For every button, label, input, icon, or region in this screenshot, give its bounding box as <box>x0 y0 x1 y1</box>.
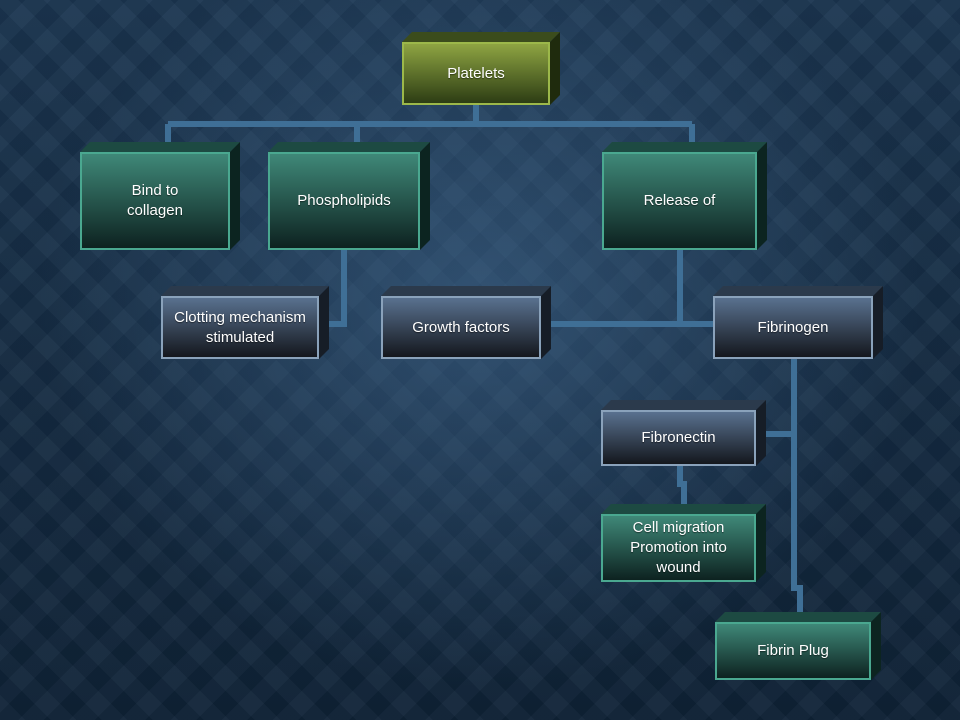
node-label: Bind to collagen <box>80 152 230 250</box>
node-fibronectin: Fibronectin <box>601 400 766 466</box>
node-top-face <box>713 286 883 296</box>
node-label: Platelets <box>402 42 550 105</box>
node-top-face <box>601 504 766 514</box>
node-top-face <box>715 612 881 622</box>
node-top-face <box>80 142 240 152</box>
node-side-face <box>756 400 766 466</box>
node-platelets: Platelets <box>402 32 560 105</box>
node-top-face <box>161 286 329 296</box>
node-release: Release of <box>602 142 767 250</box>
node-top-face <box>402 32 560 42</box>
node-label: Cell migration Promotion into wound <box>601 514 756 582</box>
node-fibrinogen: Fibrinogen <box>713 286 883 359</box>
node-clotting: Clotting mechanism stimulated <box>161 286 329 359</box>
node-side-face <box>873 286 883 359</box>
connector-line <box>791 434 803 622</box>
connector-line <box>165 105 695 152</box>
node-side-face <box>319 286 329 359</box>
connector-line <box>677 466 687 514</box>
node-label: Release of <box>602 152 757 250</box>
connector-line <box>541 250 713 327</box>
node-fibrin: Fibrin Plug <box>715 612 881 680</box>
node-label: Fibrinogen <box>713 296 873 359</box>
node-top-face <box>268 142 430 152</box>
node-side-face <box>541 286 551 359</box>
node-top-face <box>601 400 766 410</box>
node-side-face <box>757 142 767 250</box>
node-label: Fibronectin <box>601 410 756 466</box>
node-side-face <box>420 142 430 250</box>
node-side-face <box>756 504 766 582</box>
node-label: Clotting mechanism stimulated <box>161 296 319 359</box>
node-label: Phospholipids <box>268 152 420 250</box>
node-phospholipids: Phospholipids <box>268 142 430 250</box>
node-side-face <box>230 142 240 250</box>
node-cellmig: Cell migration Promotion into wound <box>601 504 766 582</box>
node-bind: Bind to collagen <box>80 142 240 250</box>
node-label: Fibrin Plug <box>715 622 871 680</box>
node-top-face <box>381 286 551 296</box>
node-top-face <box>602 142 767 152</box>
node-growth: Growth factors <box>381 286 551 359</box>
node-side-face <box>550 32 560 105</box>
node-label: Growth factors <box>381 296 541 359</box>
node-side-face <box>871 612 881 680</box>
